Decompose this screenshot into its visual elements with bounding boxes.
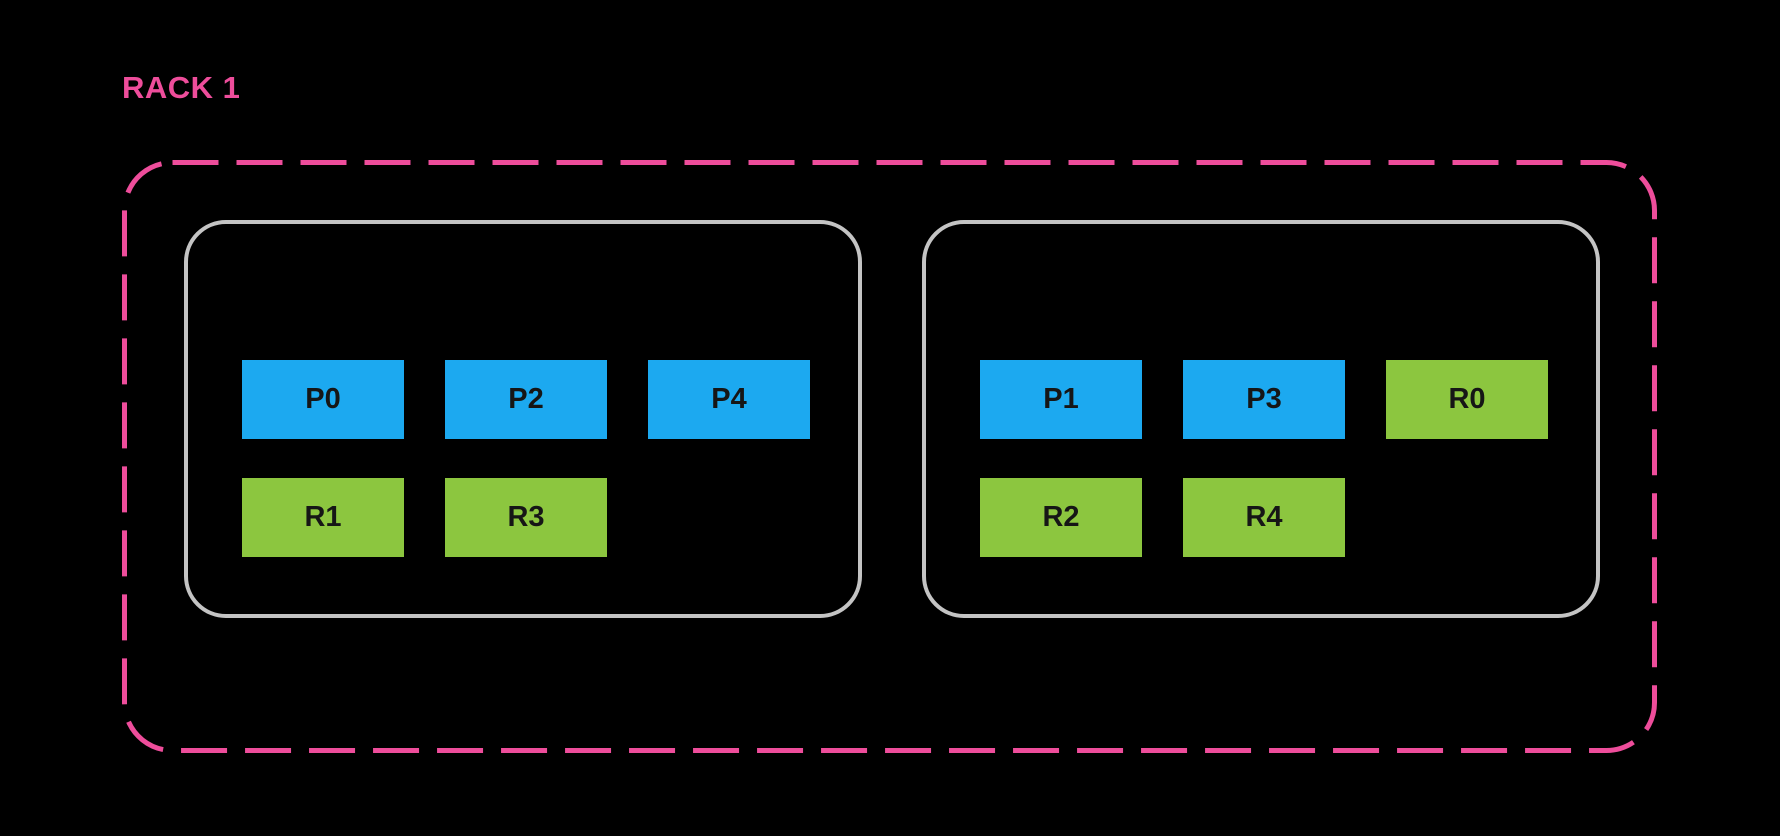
rack-title: RACK 1 (122, 70, 241, 105)
node-2-bottom-row: R2 R4 (980, 478, 1596, 557)
shard-box-p3: P3 (1183, 360, 1345, 439)
rack-dashed-border (122, 160, 1657, 753)
node-2: P1 P3 R0 R2 R4 (922, 220, 1600, 618)
shard-box-r3: R3 (445, 478, 607, 557)
node-1-bottom-row: R1 R3 (242, 478, 858, 557)
shard-box-r1: R1 (242, 478, 404, 557)
shard-box-r4: R4 (1183, 478, 1345, 557)
shard-box-p2: P2 (445, 360, 607, 439)
rack-container: P0 P2 P4 R1 R3 P1 P3 R0 R2 R4 (122, 160, 1657, 753)
node-1: P0 P2 P4 R1 R3 (184, 220, 862, 618)
shard-box-r2: R2 (980, 478, 1142, 557)
shard-box-p1: P1 (980, 360, 1142, 439)
node-2-top-row: P1 P3 R0 (980, 360, 1596, 439)
shard-box-p4: P4 (648, 360, 810, 439)
shard-box-r0: R0 (1386, 360, 1548, 439)
shard-box-p0: P0 (242, 360, 404, 439)
node-1-top-row: P0 P2 P4 (242, 360, 858, 439)
